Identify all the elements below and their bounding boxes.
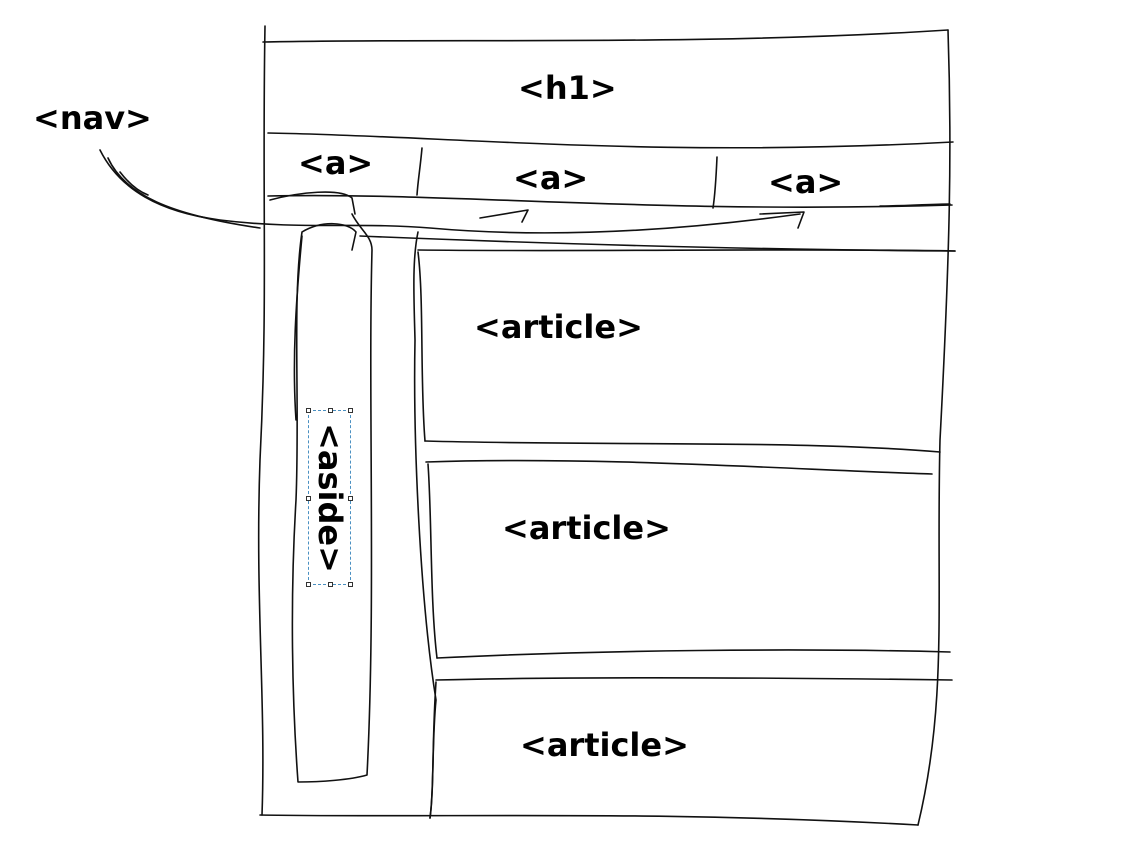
nav-arrow-tick-1: [119, 171, 149, 196]
link-label-2: <a>: [513, 159, 589, 197]
nav-divider-2: [712, 156, 718, 209]
nav-arrow-curve-2: [107, 157, 261, 229]
article-1-top: [417, 249, 956, 252]
resize-handle-bottom-right[interactable]: [348, 582, 353, 587]
nav-arrow-curve: [99, 149, 801, 234]
nav-lower-right-stub: [879, 203, 951, 207]
article-label-1: <article>: [474, 308, 643, 346]
link-label-3: <a>: [768, 163, 844, 201]
outer-border-right: [917, 29, 951, 826]
h1-bottom-line: [267, 132, 954, 149]
resize-handle-top-left[interactable]: [306, 408, 311, 413]
article-1-left: [417, 251, 426, 442]
article-3-top: [435, 676, 953, 681]
nav-lower-line: [359, 235, 956, 252]
nav-arrow-head-mid: [479, 209, 529, 223]
article-1-bottom: [424, 440, 941, 453]
nav-arrow-head-left: [269, 191, 356, 215]
resize-handle-bottom-center[interactable]: [328, 582, 333, 587]
aside-selection-box[interactable]: <aside>: [306, 408, 353, 587]
nav-arrow-head-right: [759, 211, 805, 229]
resize-handle-middle-left[interactable]: [306, 496, 311, 501]
nav-divider-1: [416, 147, 423, 196]
article-2-bottom: [436, 649, 951, 659]
nav-bottom-line: [267, 194, 953, 208]
article-label-3: <article>: [520, 726, 689, 764]
link-label-1: <a>: [298, 144, 374, 182]
resize-handle-bottom-left[interactable]: [306, 582, 311, 587]
h1-label: <h1>: [518, 69, 617, 107]
nav-label: <nav>: [33, 99, 152, 137]
article-2-left: [427, 463, 438, 659]
article-3-left: [429, 681, 437, 819]
outer-border-left: [257, 25, 266, 816]
article-label-2: <article>: [502, 509, 671, 547]
resize-handle-top-right[interactable]: [348, 408, 353, 413]
aside-outline: [291, 213, 373, 783]
resize-handle-top-center[interactable]: [328, 408, 333, 413]
aside-left-line: [293, 235, 303, 421]
aside-label: <aside>: [310, 422, 349, 573]
article-2-top: [425, 459, 933, 475]
outer-border-top: [262, 29, 949, 43]
outer-border-bottom: [259, 814, 919, 826]
article-column-left: [413, 231, 437, 819]
resize-handle-middle-right[interactable]: [348, 496, 353, 501]
